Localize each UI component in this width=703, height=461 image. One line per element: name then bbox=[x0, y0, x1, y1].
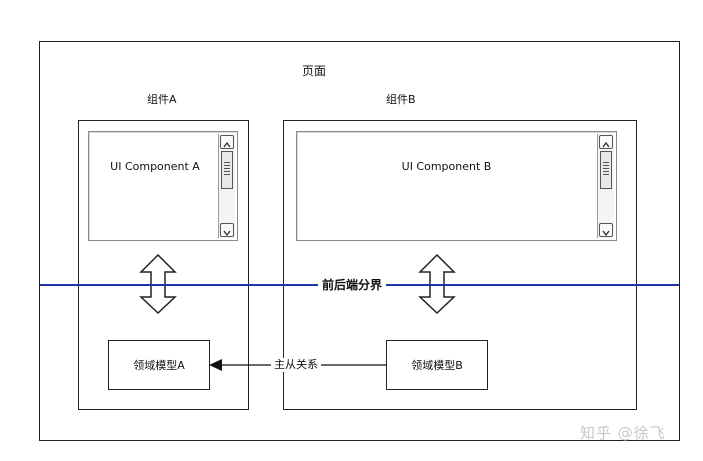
relation-label: 主从关系 bbox=[271, 358, 321, 372]
scroll-up-icon[interactable] bbox=[599, 135, 613, 149]
domain-model-a-label: 领域模型A bbox=[133, 359, 185, 372]
scroll-thumb-b[interactable] bbox=[600, 151, 612, 189]
scroll-thumb-a[interactable] bbox=[221, 151, 233, 189]
domain-model-b: 领域模型B bbox=[386, 340, 488, 390]
watermark: 知乎 @徐飞 bbox=[580, 424, 666, 442]
boundary-label: 前后端分界 bbox=[318, 278, 387, 292]
domain-model-b-label: 领域模型B bbox=[411, 359, 463, 372]
domain-model-a: 领域模型A bbox=[108, 340, 210, 390]
scrollbar-a[interactable] bbox=[218, 134, 235, 238]
component-b-label: 组件B bbox=[386, 93, 416, 106]
ui-component-a: UI Component A bbox=[88, 131, 238, 241]
scrollbar-b[interactable] bbox=[597, 134, 614, 238]
ui-component-a-title: UI Component A bbox=[110, 160, 200, 173]
ui-component-b: UI Component B bbox=[296, 131, 617, 241]
scroll-up-icon[interactable] bbox=[220, 135, 234, 149]
component-a-label: 组件A bbox=[147, 93, 177, 106]
ui-component-b-title: UI Component B bbox=[401, 160, 492, 173]
page-title: 页面 bbox=[302, 64, 327, 78]
relation-arrowhead-icon bbox=[209, 359, 222, 371]
scroll-down-icon[interactable] bbox=[599, 223, 613, 237]
scroll-down-icon[interactable] bbox=[220, 223, 234, 237]
